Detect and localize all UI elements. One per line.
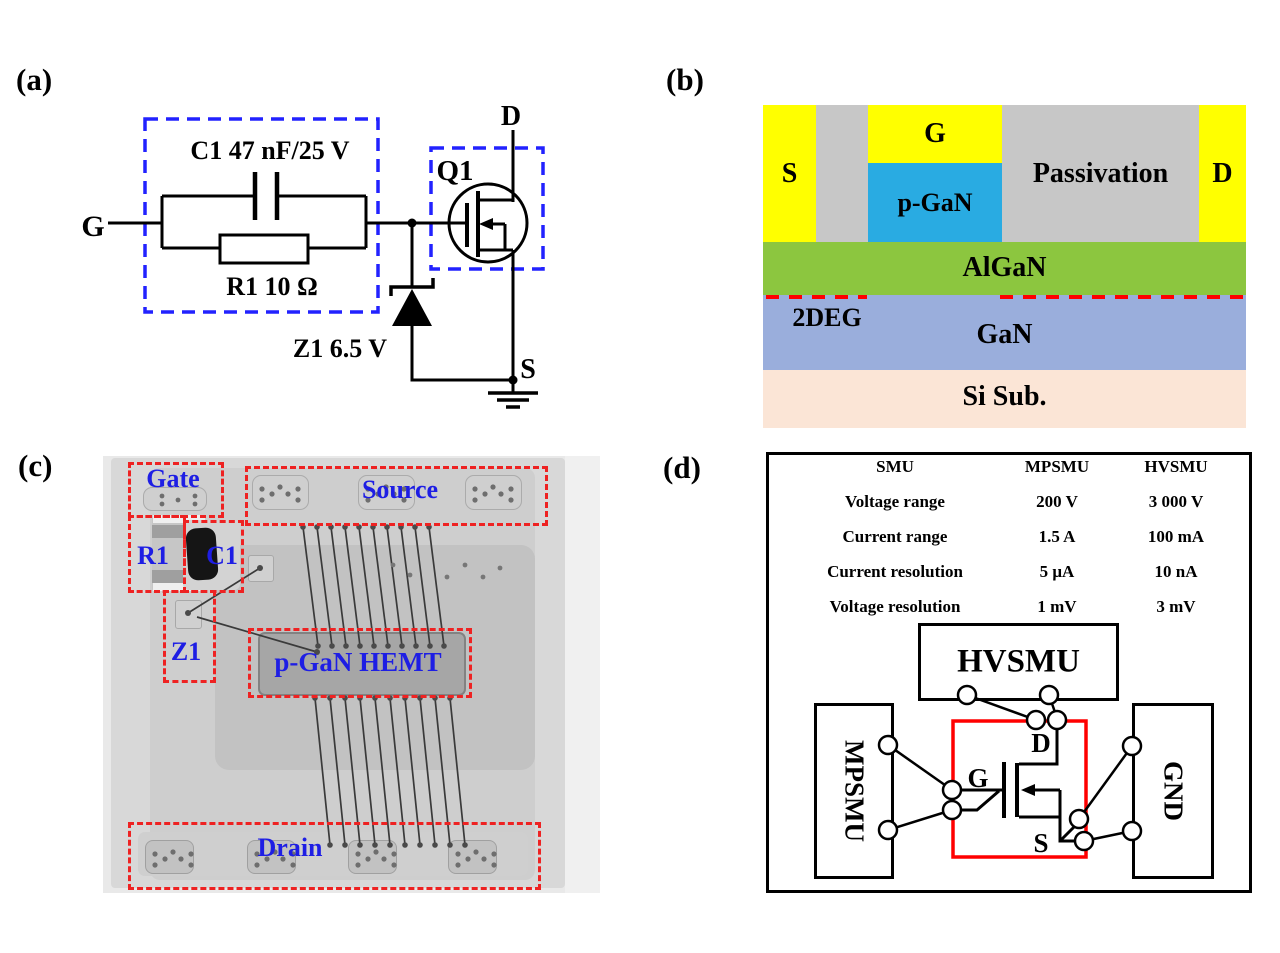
z1-annotation-box bbox=[163, 590, 216, 683]
algan-label: AlGaN bbox=[962, 252, 1047, 283]
panel-c-label: (c) bbox=[18, 448, 53, 483]
table-row-value: 200 V bbox=[1036, 492, 1078, 511]
2deg-line-left bbox=[766, 295, 867, 299]
gan-label: GaN bbox=[976, 319, 1033, 350]
r1-terminal bbox=[153, 583, 205, 591]
source-label: S bbox=[781, 158, 798, 189]
hvsmu-label: HVSMU bbox=[957, 643, 1080, 680]
bond-pad bbox=[248, 555, 274, 582]
table-row-param: Current resolution bbox=[827, 562, 963, 581]
gate-contact bbox=[868, 105, 1002, 163]
mpsmu-label: MPSMU bbox=[839, 740, 870, 842]
gnd-label: GND bbox=[1158, 761, 1189, 821]
substrate-layer bbox=[763, 370, 1246, 428]
panel-a-label: (a) bbox=[16, 62, 53, 97]
c1-annotation-label: C1 bbox=[206, 541, 238, 570]
passivation-gap bbox=[816, 105, 868, 242]
q1-mosfet-symbol bbox=[447, 182, 529, 264]
table-row-value: 1.5 A bbox=[1038, 527, 1076, 546]
substrate-label: Si Sub. bbox=[962, 381, 1047, 412]
2deg-label: 2DEG bbox=[792, 303, 862, 332]
passivation-label: Passivation bbox=[1032, 158, 1169, 189]
mosfet-body-arrow bbox=[479, 218, 493, 230]
table-row-value: 1 mV bbox=[1037, 597, 1077, 616]
a-z1-label: Z1 6.5 V bbox=[293, 334, 387, 363]
table-header-hvsmu: HVSMU bbox=[1144, 457, 1208, 476]
hemt-annotation-label: p-GaN HEMT bbox=[274, 647, 442, 677]
table-row-value: 5 μA bbox=[1039, 562, 1075, 581]
table-row-value: 3 mV bbox=[1156, 597, 1196, 616]
a-source-label: S bbox=[520, 354, 536, 385]
z1-annotation-label: Z1 bbox=[170, 637, 202, 666]
algan-layer bbox=[763, 242, 1246, 295]
drain-label: D bbox=[1212, 158, 1233, 189]
panel-b-label: (b) bbox=[666, 62, 704, 97]
panel-c-xray-photo: Gate Source R1 C1 Z1 p-GaN HEMT Drain bbox=[103, 456, 600, 893]
a-gate-label: G bbox=[81, 210, 104, 243]
table-row-value: 10 nA bbox=[1154, 562, 1198, 581]
node-dot bbox=[508, 375, 518, 385]
r1-resistor-symbol bbox=[218, 233, 310, 265]
hemt-annotation-box bbox=[248, 628, 472, 698]
source-annotation-label: Source bbox=[361, 475, 439, 504]
table-header-smu: SMU bbox=[876, 457, 914, 476]
drain-contact bbox=[1199, 105, 1246, 242]
gnd-box: GND bbox=[1132, 703, 1214, 879]
a-r1-label: R1 10 Ω bbox=[226, 272, 318, 301]
gate-annotation-label: Gate bbox=[146, 464, 200, 493]
gate-network-dashed-box bbox=[143, 117, 545, 314]
source-contact bbox=[763, 105, 816, 242]
z1-zener-symbol bbox=[392, 289, 432, 326]
a-q1-label: Q1 bbox=[436, 155, 473, 187]
passivation-layer bbox=[1002, 105, 1199, 242]
2deg-line-right bbox=[1000, 295, 1244, 299]
a-drain-label: D bbox=[501, 101, 521, 132]
table-row-param: Voltage range bbox=[845, 492, 945, 511]
hvsmu-box: HVSMU bbox=[918, 623, 1119, 701]
node-dot bbox=[407, 218, 417, 228]
r1-terminal bbox=[153, 515, 205, 523]
gate-label: G bbox=[924, 118, 946, 149]
table-row-param: Voltage resolution bbox=[829, 597, 961, 616]
panel-d-label: (d) bbox=[663, 450, 701, 485]
p-gan-label: p-GaN bbox=[897, 188, 973, 217]
table-header-mpsmu: MPSMU bbox=[1024, 457, 1090, 476]
drain-annotation-label: Drain bbox=[257, 833, 323, 862]
photo-right-strip bbox=[565, 456, 600, 893]
source-annotation-box bbox=[245, 466, 548, 526]
circuit-wires bbox=[108, 130, 538, 409]
table-row-value: 3 000 V bbox=[1148, 492, 1204, 511]
p-gan-layer bbox=[868, 163, 1002, 242]
table-row-value: 100 mA bbox=[1147, 527, 1205, 546]
r1-annotation-label: R1 bbox=[137, 541, 169, 570]
mpsmu-box: MPSMU bbox=[814, 703, 894, 879]
table-row-param: Current range bbox=[842, 527, 948, 546]
gan-layer bbox=[763, 295, 1246, 370]
drain-annotation-box bbox=[128, 822, 541, 890]
a-c1-label: C1 47 nF/25 V bbox=[190, 136, 349, 165]
